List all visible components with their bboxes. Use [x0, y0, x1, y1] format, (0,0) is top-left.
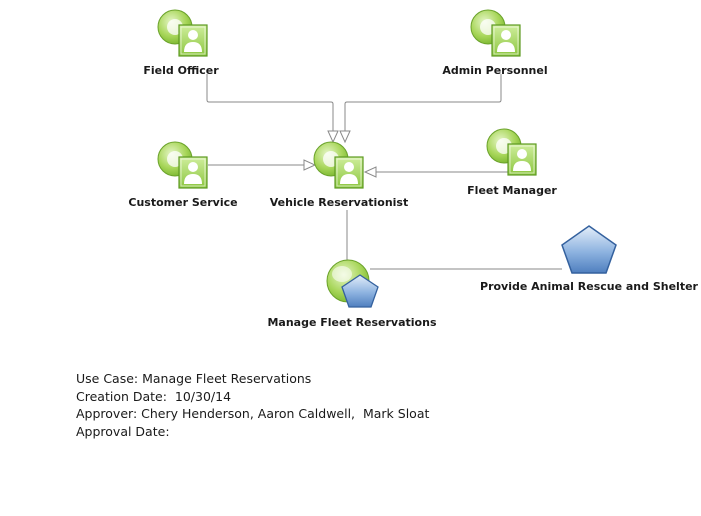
connector-field-officer [206, 74, 334, 131]
actor-admin-personnel[interactable]: Admin Personnel [442, 9, 548, 77]
creation-date: Creation Date: 10/30/14 [76, 388, 232, 404]
approver: Approver: Chery Henderson, Aaron Caldwel… [76, 406, 430, 421]
arrowhead-fleet-manager [363, 166, 377, 178]
actor-label: Field Officer [143, 64, 219, 77]
actor-field-officer[interactable]: Field Officer [143, 9, 219, 77]
use-case-provide-animal-rescue[interactable]: Provide Animal Rescue and Shelter [480, 225, 699, 293]
user-icon [157, 9, 208, 57]
actor-customer-service[interactable]: Customer Service [128, 141, 238, 209]
use-case-manage-fleet-reservations[interactable]: Manage Fleet Reservations [267, 259, 437, 329]
use-case-name: Use Case: Manage Fleet Reservations [76, 371, 312, 386]
arrowhead-field-officer [327, 130, 339, 144]
use-case-label: Manage Fleet Reservations [267, 316, 436, 329]
actor-label: Vehicle Reservationist [270, 196, 409, 209]
actor-label: Customer Service [128, 196, 237, 209]
pentagon-icon [341, 274, 379, 308]
connectors [206, 74, 562, 270]
arrowhead-admin-personnel [339, 130, 351, 144]
use-case-highlight [332, 266, 352, 282]
arrowhead-customer-service [303, 159, 317, 171]
actor-fleet-manager[interactable]: Fleet Manager [467, 128, 557, 197]
user-icon [157, 141, 208, 189]
actor-vehicle-reservationist[interactable]: Vehicle Reservationist [270, 141, 409, 209]
user-icon [486, 128, 537, 176]
use-case-info: Use Case: Manage Fleet Reservations Crea… [76, 370, 429, 440]
use-case-label: Provide Animal Rescue and Shelter [480, 280, 699, 293]
arrowheads [303, 130, 377, 178]
actor-label: Fleet Manager [467, 184, 557, 197]
approval-date: Approval Date: [76, 423, 170, 439]
user-icon [470, 9, 521, 57]
pentagon-icon [561, 225, 617, 274]
connector-admin-personnel [344, 74, 502, 131]
user-icon [313, 141, 364, 189]
actor-label: Admin Personnel [442, 64, 547, 77]
